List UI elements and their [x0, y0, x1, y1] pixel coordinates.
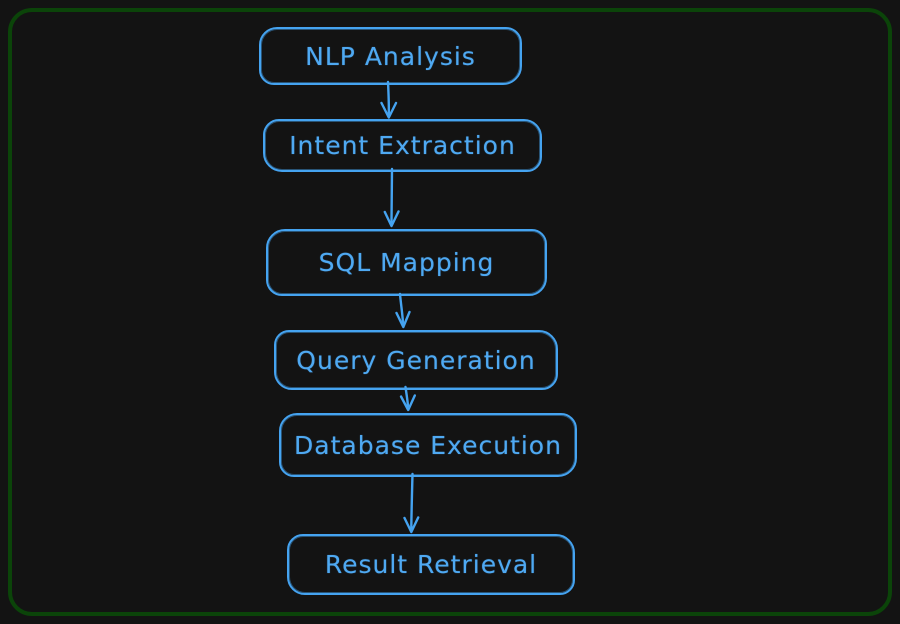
- arrow-intent-extraction-to-sql-mapping: [383, 167, 400, 228]
- node-label: Database Execution: [294, 430, 562, 460]
- node-label: SQL Mapping: [318, 248, 495, 277]
- node-label: Result Retrieval: [324, 550, 538, 579]
- arrow-sql-mapping-to-query-generation: [395, 292, 411, 329]
- arrow-query-generation-to-database-execution: [399, 385, 416, 412]
- node-intent-extraction: Intent Extraction: [263, 119, 542, 172]
- node-query-generation: Query Generation: [274, 330, 558, 390]
- node-result-retrieval: Result Retrieval: [287, 534, 575, 595]
- screenshot-frame: [8, 8, 892, 616]
- node-database-execution: Database Execution: [279, 413, 577, 477]
- node-nlp-analysis: NLP Analysis: [259, 27, 522, 85]
- node-sql-mapping: SQL Mapping: [266, 229, 547, 296]
- node-label: Query Generation: [296, 345, 536, 375]
- arrow-nlp-analysis-to-intent-extraction: [380, 80, 398, 119]
- node-label: Intent Extraction: [289, 131, 516, 160]
- node-label: NLP Analysis: [305, 41, 476, 71]
- arrow-database-execution-to-result-retrieval: [403, 472, 420, 534]
